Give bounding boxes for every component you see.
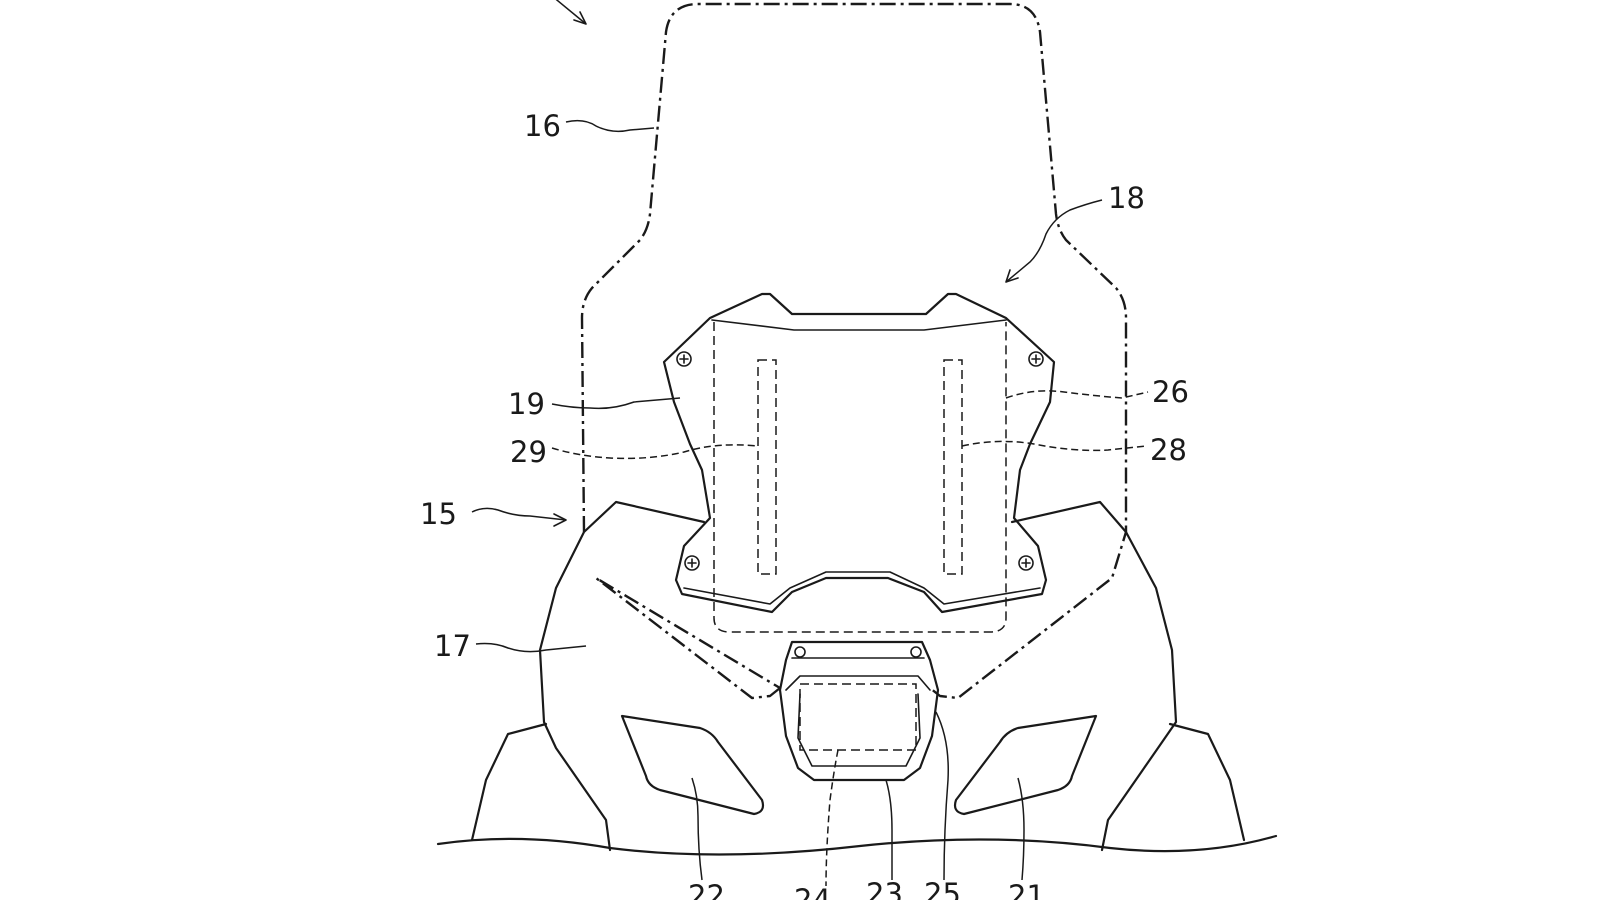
ref-21: 21: [1008, 879, 1045, 900]
ref-24: 24: [794, 883, 831, 900]
hidden-slot-left: [757, 359, 777, 575]
ref-26: 26: [1152, 375, 1189, 409]
leader-17: [475, 642, 587, 653]
hidden-display-panel: [713, 322, 1007, 633]
leader-15: [471, 507, 567, 521]
headlight-screw-right-icon: [910, 646, 922, 658]
leader-15-arrowhead: [553, 513, 567, 527]
screw-top-left-icon: [676, 351, 692, 367]
ref-19: 19: [508, 387, 545, 421]
headlight-screw-left-icon: [794, 646, 806, 658]
leader-23: [885, 779, 893, 880]
ref-16: 16: [524, 109, 561, 143]
ref-25: 25: [924, 877, 961, 900]
overall-arrow-line: [555, 0, 587, 25]
leader-26: [1005, 390, 1149, 399]
ref-29: 29: [510, 435, 547, 469]
ref-17: 17: [434, 629, 471, 663]
front-fairing-body: [538, 500, 1178, 852]
windscreen-outline: [580, 2, 1128, 700]
ref-15: 15: [420, 497, 457, 531]
lower-break-line: [436, 834, 1278, 856]
right-side-cowl: [1168, 722, 1246, 842]
leader-29: [551, 444, 759, 460]
leader-25: [935, 711, 949, 881]
leader-16: [565, 119, 655, 133]
ref-28: 28: [1150, 433, 1187, 467]
overall-arrow-head: [573, 11, 587, 25]
leader-22: [691, 777, 703, 881]
visor-inner-edge: [711, 319, 1007, 331]
left-intake-opening: [620, 714, 765, 816]
ref-18: 18: [1108, 181, 1145, 215]
visor-lower-inner-edge: [683, 571, 1041, 605]
headlight-inner: [785, 657, 931, 767]
leader-18-arrowhead: [1005, 269, 1019, 283]
visor-panel: [662, 292, 1056, 614]
leader-24: [825, 749, 839, 887]
hidden-slot-right: [943, 359, 963, 575]
leader-21: [1017, 777, 1025, 881]
ref-23: 23: [866, 877, 903, 900]
leader-28: [961, 440, 1147, 452]
right-intake-opening: [953, 714, 1098, 816]
hidden-headlight-unit: [799, 683, 917, 751]
ref-22: 22: [688, 879, 725, 900]
screw-bottom-left-icon: [684, 555, 700, 571]
left-side-cowl: [470, 722, 548, 842]
screw-bottom-right-icon: [1018, 555, 1034, 571]
leader-18: [1005, 199, 1103, 283]
leader-19: [551, 397, 681, 410]
screw-top-right-icon: [1028, 351, 1044, 367]
headlight-housing: [778, 640, 940, 782]
